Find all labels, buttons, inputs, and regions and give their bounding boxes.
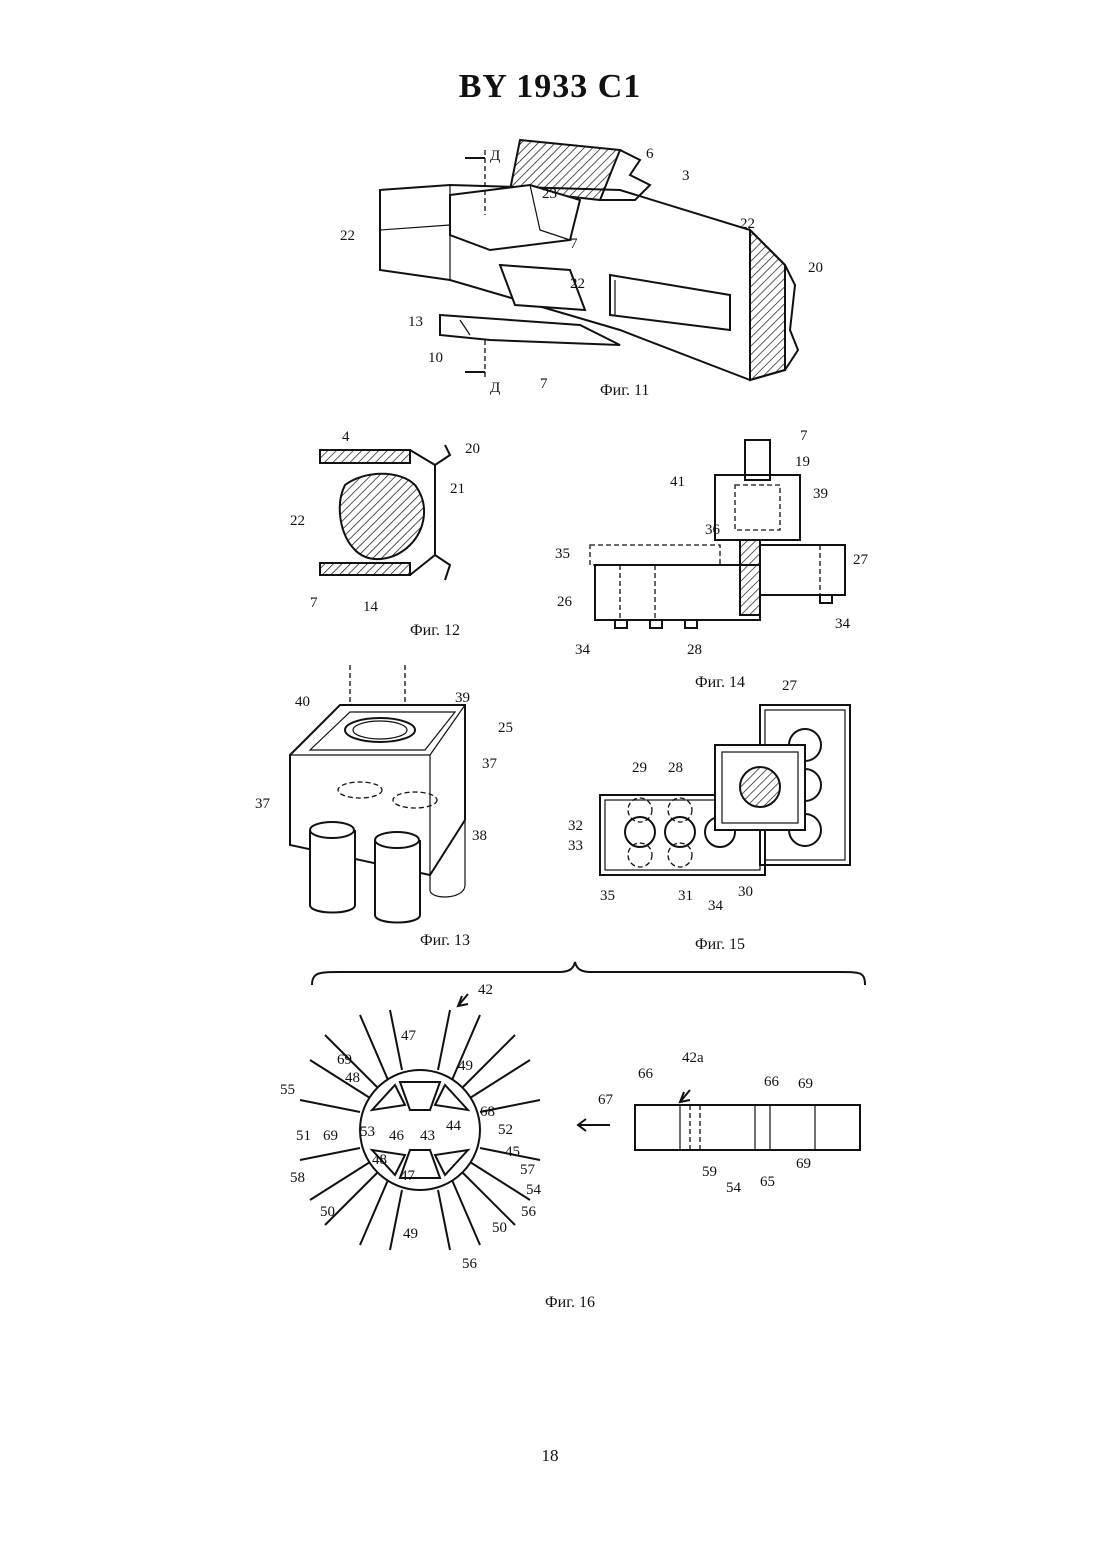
figure-11-drawing: Д 6 3 23 22 7 22 22 20 13 10 Д 7 — [330, 130, 850, 410]
fig13-label: 38 — [472, 828, 487, 844]
figure-15-drawing: 27 29 28 32 33 35 31 34 30 — [560, 670, 880, 930]
fig16-label: 58 — [290, 1170, 305, 1186]
fig16-label: 50 — [492, 1220, 507, 1236]
figure-12-drawing: 4 20 21 22 7 14 — [285, 425, 495, 625]
fig15-label: 28 — [668, 760, 683, 776]
fig16-label: 46 — [389, 1128, 405, 1144]
fig16-label: 69 — [798, 1076, 813, 1092]
fig13-label: 39 — [455, 690, 470, 706]
figure-12-caption: Фиг. 12 — [410, 622, 460, 640]
fig11-label: 3 — [682, 168, 690, 184]
fig16-label: 49 — [403, 1226, 418, 1242]
fig11-label: 22 — [740, 216, 755, 232]
fig16-label: 69 — [323, 1128, 338, 1144]
fig14-label: 27 — [853, 552, 869, 568]
fig11-label: Д — [490, 380, 500, 396]
fig16-label: 54 — [526, 1182, 542, 1198]
fig16-label: 69 — [796, 1156, 811, 1172]
fig14-label: 28 — [687, 642, 702, 658]
fig16-label: 57 — [520, 1162, 536, 1178]
fig14-label: 41 — [670, 474, 685, 490]
fig16-label: 47 — [401, 1028, 417, 1044]
fig16-label: 67 — [598, 1092, 614, 1108]
figure-13-drawing: 40 39 25 37 37 38 — [250, 660, 530, 930]
fig11-label: 23 — [542, 186, 557, 202]
fig16-label: 44 — [446, 1118, 462, 1134]
fig14-label: 7 — [800, 428, 808, 444]
fig12-label: 7 — [310, 595, 318, 611]
fig16-label: 69 — [337, 1052, 352, 1068]
figure-13-caption: Фиг. 13 — [420, 932, 470, 950]
fig16-label: 53 — [360, 1124, 375, 1140]
fig16-label: 42a — [682, 1050, 704, 1066]
fig16-label: 43 — [420, 1128, 435, 1144]
document-number: BY 1933 C1 — [0, 68, 1100, 106]
fig11-label: 7 — [540, 376, 548, 392]
fig14-label: 34 — [575, 642, 591, 658]
fig16-label: 48 — [372, 1152, 387, 1168]
figure-11-caption: Фиг. 11 — [600, 382, 649, 400]
fig16-label: 68 — [480, 1104, 495, 1120]
figure-16-caption: Фиг. 16 — [545, 1294, 595, 1312]
fig15-label: 33 — [568, 838, 583, 854]
fig15-label: 35 — [600, 888, 615, 904]
fig14-label: 36 — [705, 522, 721, 538]
fig15-label: 34 — [708, 898, 724, 914]
figure-16-drawing: 42 47 69 48 49 55 68 51 69 53 46 43 44 5… — [270, 980, 870, 1280]
fig16-label: 66 — [638, 1066, 654, 1082]
fig16-label: 56 — [521, 1204, 537, 1220]
fig16-label: 65 — [760, 1174, 775, 1190]
fig11-label: Д — [490, 148, 500, 164]
fig16-label: 50 — [320, 1204, 335, 1220]
fig16-label: 48 — [345, 1070, 360, 1086]
fig12-label: 21 — [450, 481, 465, 497]
fig13-label: 25 — [498, 720, 513, 736]
fig15-label: 29 — [632, 760, 647, 776]
fig14-label: 35 — [555, 546, 570, 562]
fig14-label: 19 — [795, 454, 810, 470]
fig11-label: 20 — [808, 260, 823, 276]
fig16-label: 51 — [296, 1128, 311, 1144]
fig11-label: 7 — [570, 236, 578, 252]
fig14-label: 26 — [557, 594, 573, 610]
fig11-label: 22 — [570, 276, 585, 292]
fig16-label: 45 — [505, 1144, 520, 1160]
fig14-label: 34 — [835, 616, 851, 632]
fig12-label: 22 — [290, 513, 305, 529]
fig16-label: 56 — [462, 1256, 478, 1272]
fig15-label: 31 — [678, 888, 693, 904]
fig16-label: 54 — [726, 1180, 742, 1196]
fig16-label: 66 — [764, 1074, 780, 1090]
fig16-label: 59 — [702, 1164, 717, 1180]
fig14-label: 39 — [813, 486, 828, 502]
fig15-label: 30 — [738, 884, 753, 900]
fig11-label: 6 — [646, 146, 654, 162]
fig16-label: 55 — [280, 1082, 295, 1098]
fig16-label: 47 — [400, 1168, 416, 1184]
fig12-label: 20 — [465, 441, 480, 457]
fig12-label: 4 — [342, 429, 350, 445]
fig13-label: 40 — [295, 694, 310, 710]
figure-14-drawing: 7 41 19 39 36 35 27 26 34 28 34 — [545, 420, 875, 660]
fig15-label: 27 — [782, 678, 798, 694]
page-number: 18 — [0, 1446, 1100, 1466]
fig16-label: 42 — [478, 982, 493, 998]
fig11-label: 22 — [340, 228, 355, 244]
fig13-label: 37 — [255, 796, 271, 812]
figure-15-caption: Фиг. 15 — [695, 936, 745, 954]
fig16-label: 52 — [498, 1122, 513, 1138]
fig11-label: 13 — [408, 314, 423, 330]
fig15-label: 32 — [568, 818, 583, 834]
fig16-label: 49 — [458, 1058, 473, 1074]
fig13-label: 37 — [482, 756, 498, 772]
fig12-label: 14 — [363, 599, 379, 615]
fig11-label: 10 — [428, 350, 443, 366]
